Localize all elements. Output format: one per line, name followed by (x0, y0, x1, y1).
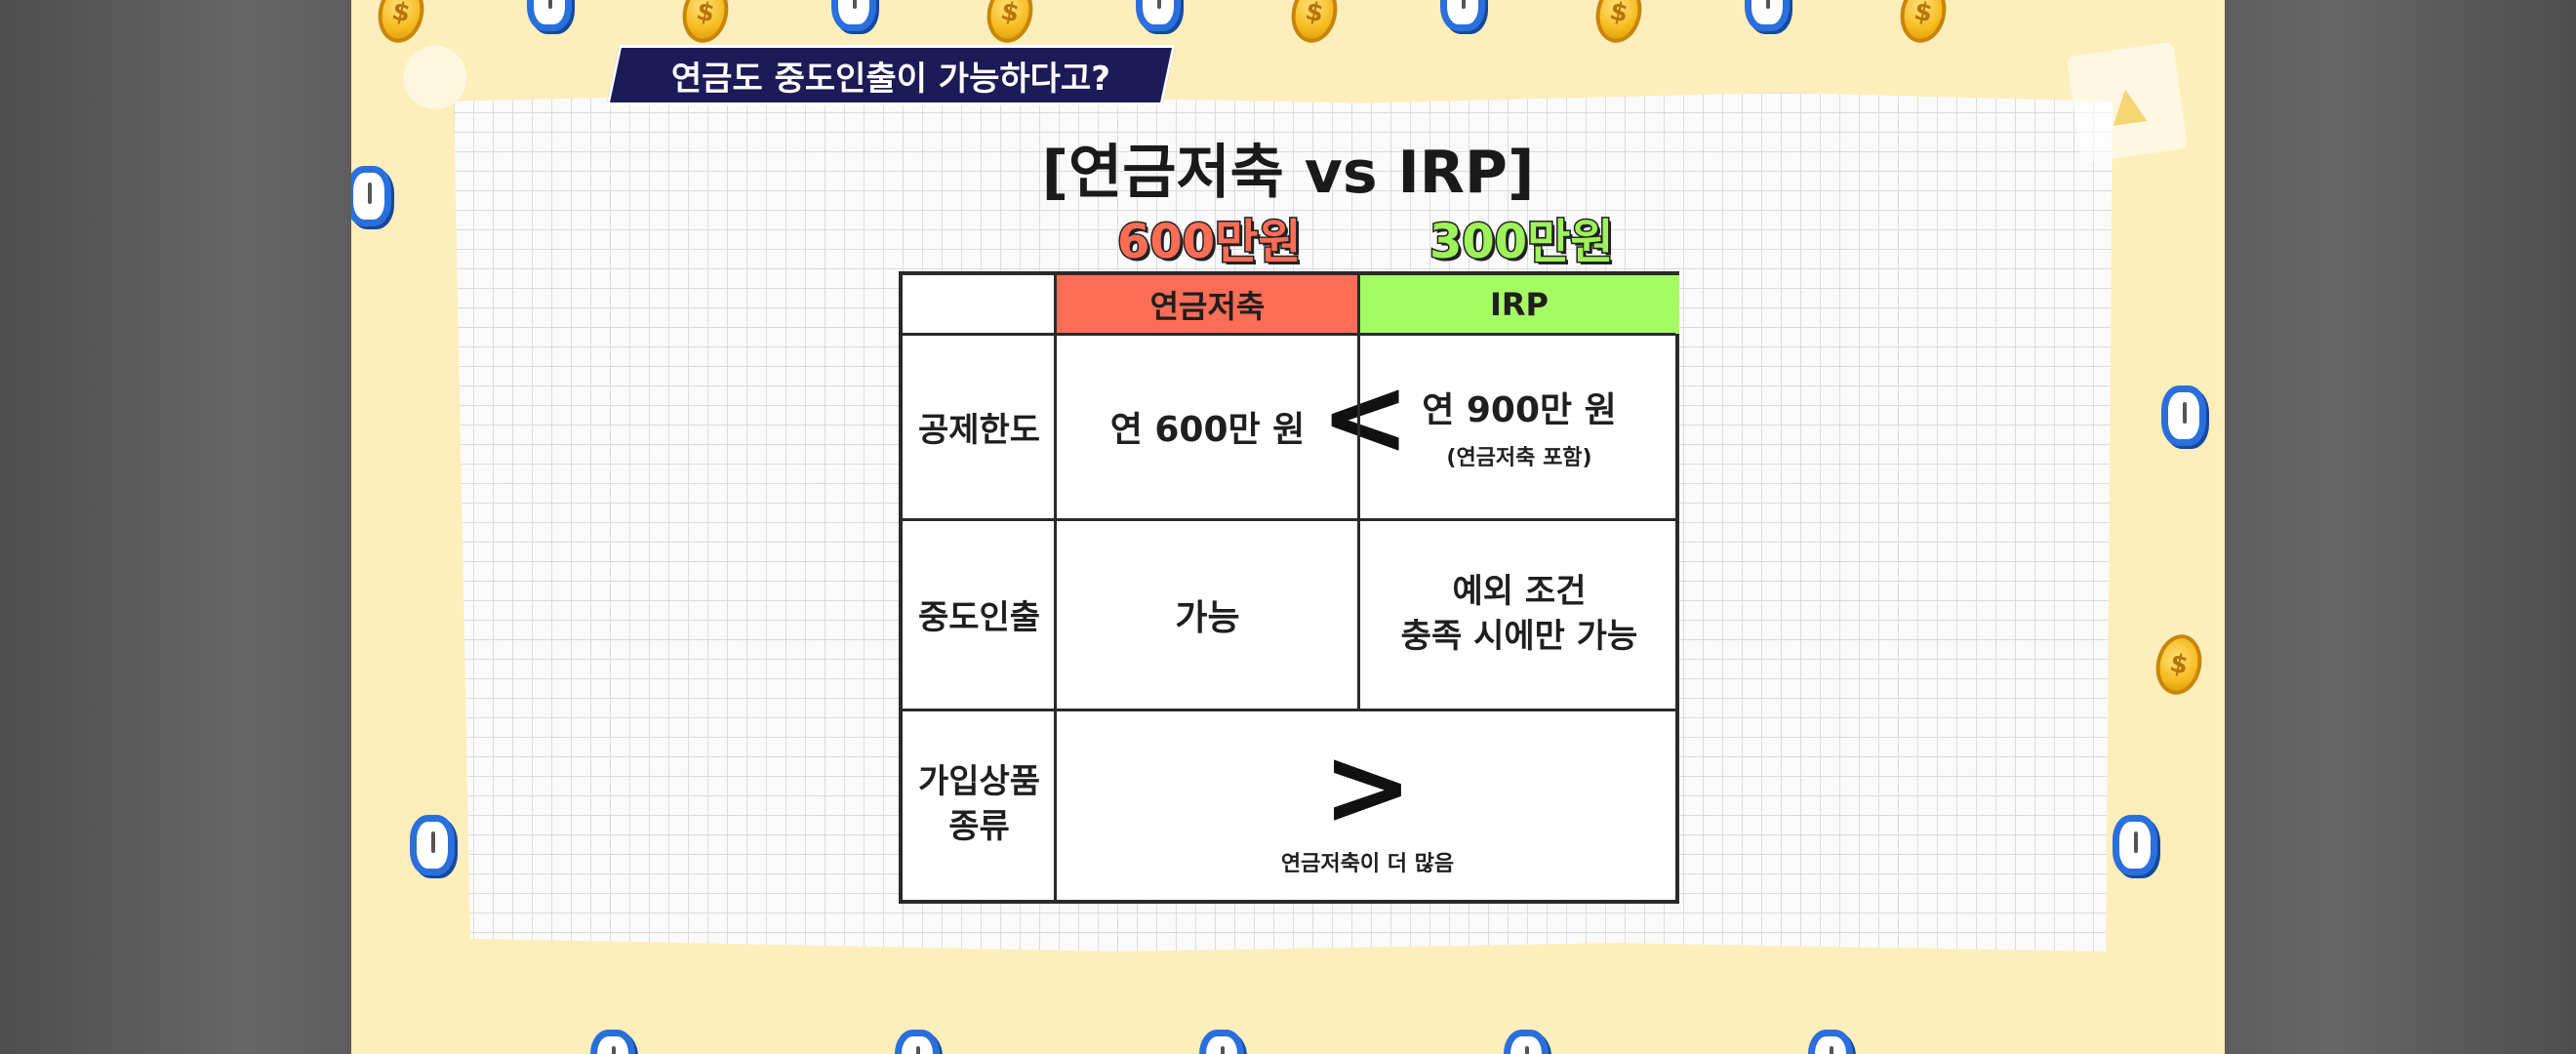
row-label-withdrawal: 중도인출 (917, 598, 1041, 637)
channel-logo-left: ⬤ (400, 37, 472, 109)
right-letterbox (2225, 0, 2576, 1054)
table-divider (1054, 275, 1057, 900)
clock-icon (1504, 1030, 1549, 1054)
cell-irp-deduction: 연 900만 원 (연금저축 포함) (1359, 334, 1679, 519)
irp-withdrawal-line1: 예외 조건 (1452, 571, 1587, 611)
irp-deduction-note: (연금저축 포함) (1446, 446, 1592, 470)
table-divider (1357, 275, 1360, 709)
banner-title: 연금도 중도인출이 가능하다고? (670, 59, 1111, 99)
greater-than-symbol: > (1322, 723, 1413, 849)
coin-icon: $ (982, 0, 1038, 48)
clock-icon (2161, 385, 2206, 446)
coin-icon: $ (677, 0, 734, 48)
comparison-table: 연금저축 IRP 공제한도 연 600만 원 연 900만 원 (연금저축 포함… (899, 271, 1679, 904)
cell-product-types: > 연금저축이 더 많음 (1056, 709, 1679, 900)
cell-irp-withdrawal: 예외 조건 충족 시에만 가능 (1359, 519, 1679, 709)
row-label-product-types: 가입상품 종류 (903, 709, 1056, 900)
amount-right: 300만원 (1429, 214, 1616, 271)
table-divider (903, 709, 1675, 711)
cell-pension-withdrawal: 가능 (1175, 597, 1240, 638)
header-empty (903, 275, 1056, 334)
header-irp: IRP (1359, 275, 1679, 334)
clock-icon (1808, 1030, 1853, 1054)
left-letterbox (0, 0, 351, 1054)
slide-title: [연금저축 vs IRP] (1041, 139, 1535, 207)
table-divider (903, 333, 1675, 336)
coin-icon: $ (1895, 0, 1952, 48)
product-types-line1: 가입상품 (917, 761, 1041, 801)
title-banner: 연금도 중도인출이 가능하다고? (606, 45, 1176, 105)
table-divider (903, 518, 1675, 521)
amount-left: 600만원 (1116, 214, 1304, 271)
row-label-deduction-limit: 공제한도 (917, 410, 1041, 450)
cell-pension-deduction: 연 600만 원 (1109, 410, 1306, 450)
product-types-line2: 종류 (948, 806, 1010, 846)
clock-icon (410, 815, 455, 875)
clock-icon (2113, 815, 2157, 875)
video-frame[interactable]: $ $ $ $ $ $ $ ⬤ ▲ 연금도 중도인출이 가능하다고? [연금저축… (351, 0, 2225, 1054)
header-pension-savings: 연금저축 (1056, 275, 1359, 334)
coin-icon: $ (1590, 0, 1647, 48)
clock-icon (895, 1030, 940, 1054)
clock-icon (527, 0, 572, 31)
clock-icon (1199, 1030, 1244, 1054)
clock-icon (1745, 0, 1790, 31)
coin-icon: $ (2151, 629, 2207, 700)
clock-icon (831, 0, 876, 31)
clock-icon (1136, 0, 1181, 31)
irp-withdrawal-line2: 충족 시에만 가능 (1400, 616, 1638, 656)
clock-icon (1440, 0, 1485, 31)
product-types-note: 연금저축이 더 많음 (1280, 851, 1455, 876)
less-than-symbol: < (1320, 354, 1411, 479)
clock-icon (351, 166, 391, 226)
irp-deduction-value: 연 900만 원 (1422, 390, 1617, 430)
clock-icon (590, 1030, 635, 1054)
coin-icon: $ (1286, 0, 1343, 48)
